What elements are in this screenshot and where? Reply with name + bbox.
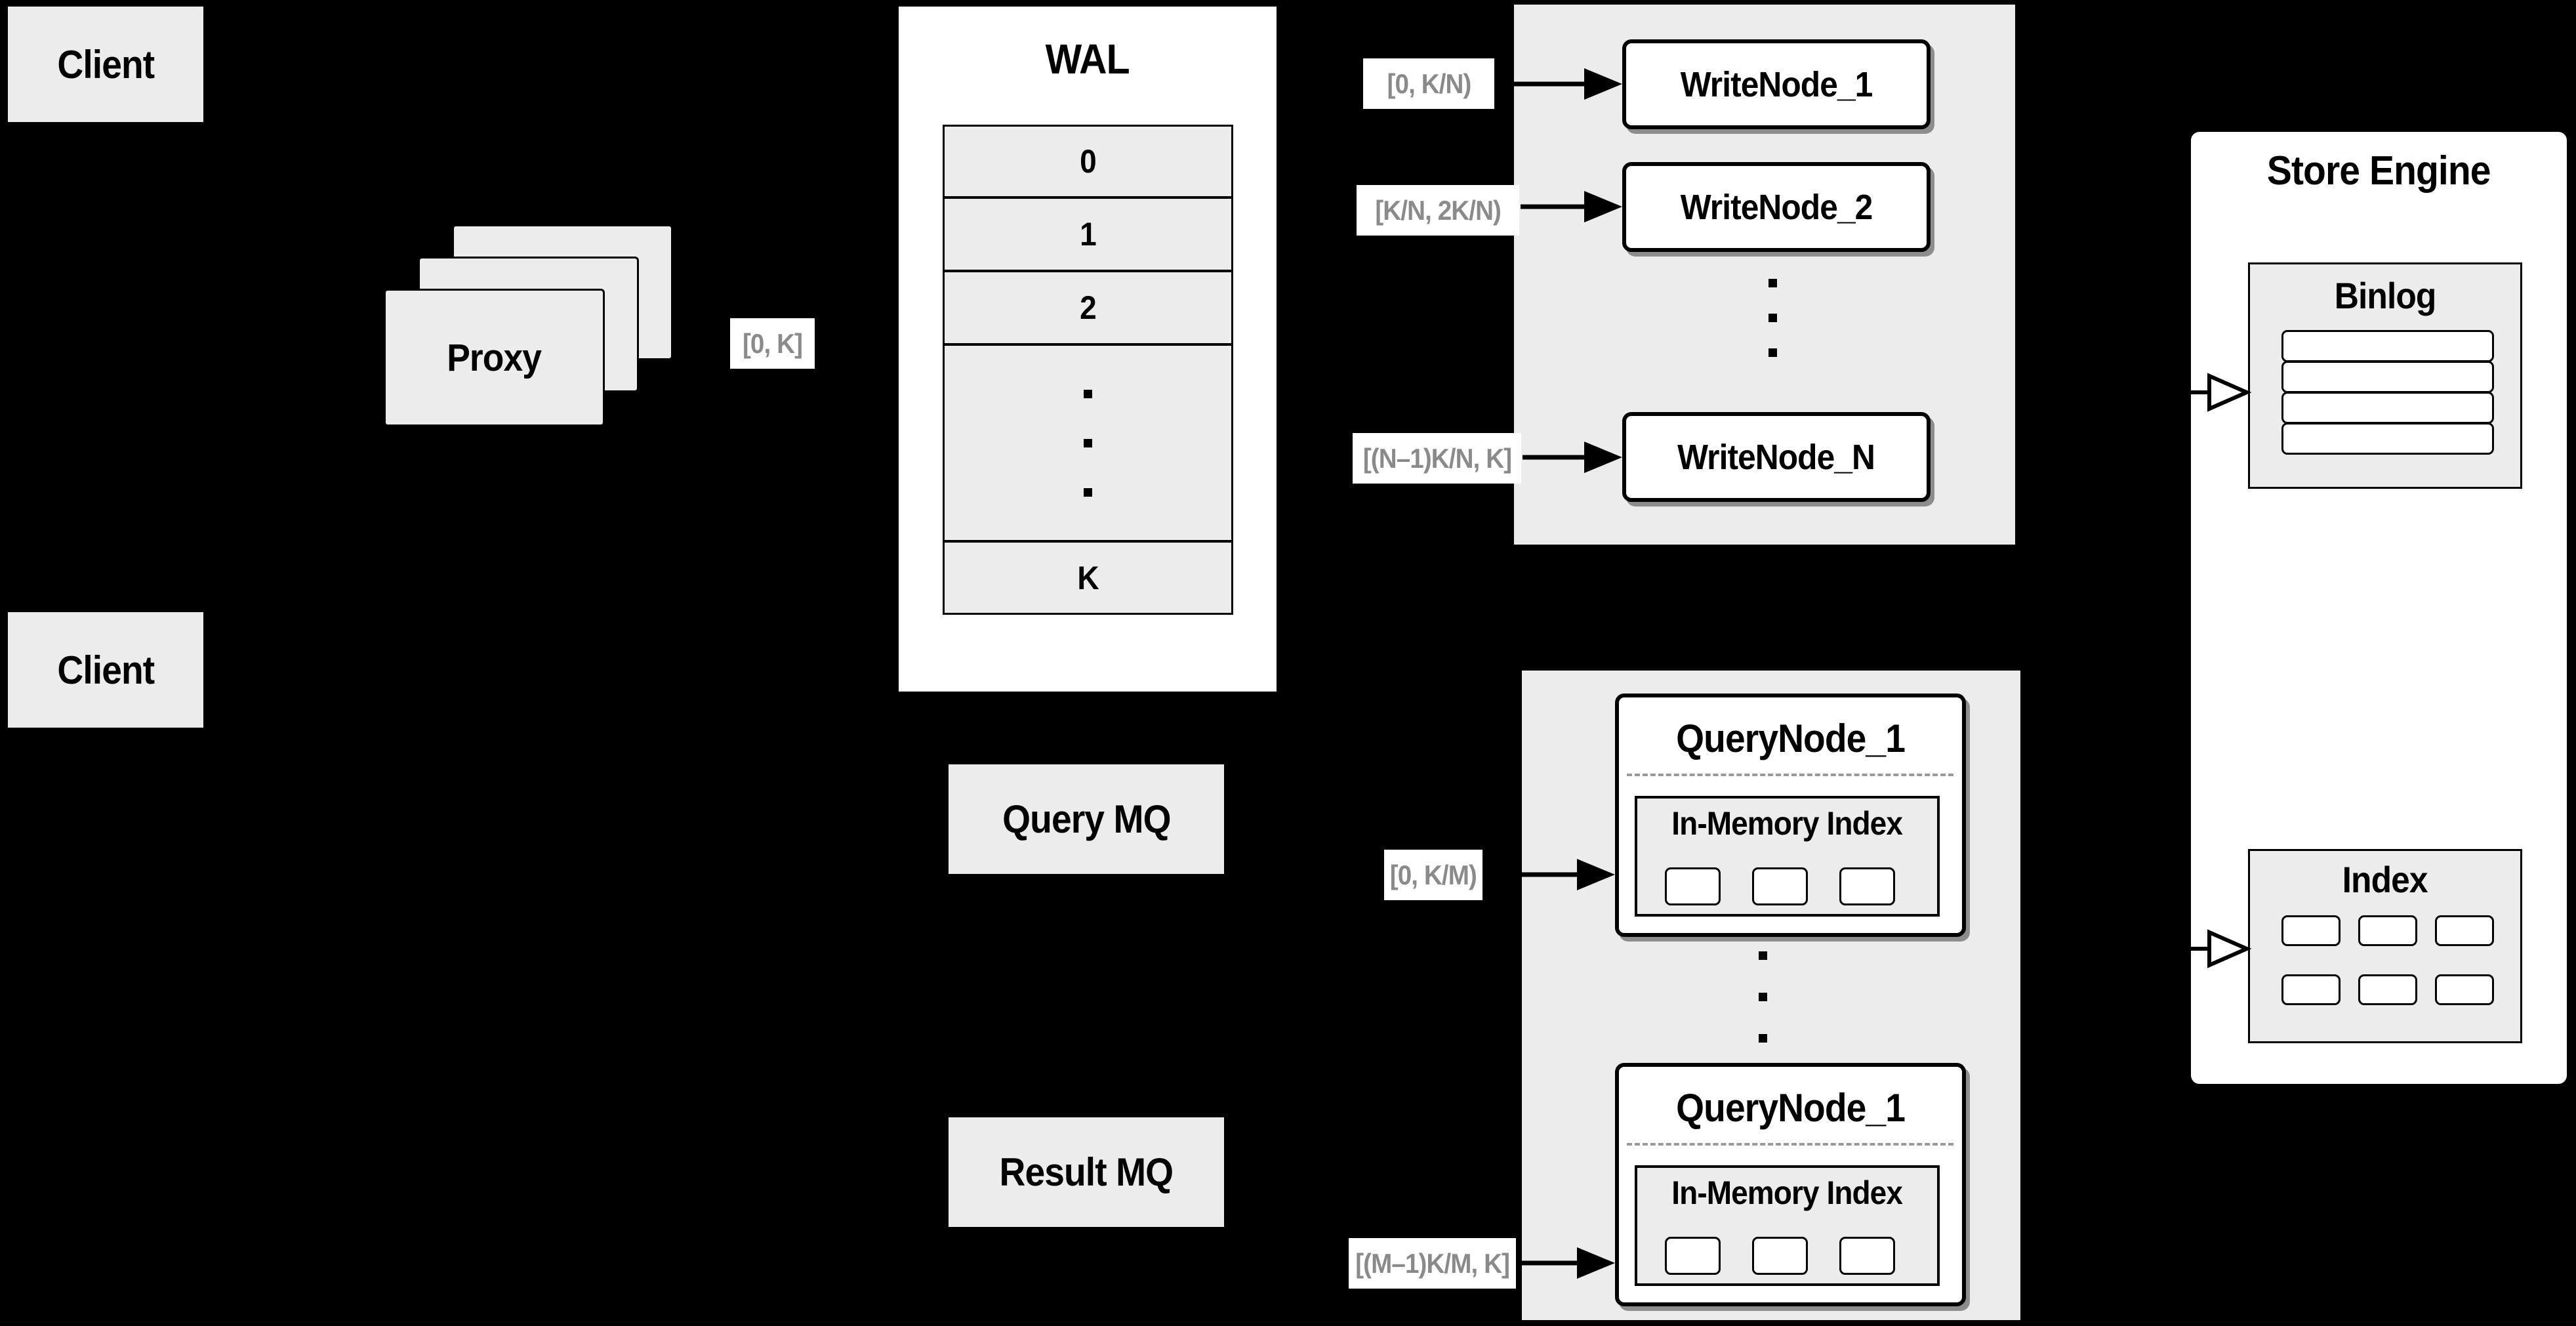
in-memory-index-top-title: In-Memory Index — [1671, 805, 1904, 842]
query-node-bottom-separator — [1627, 1143, 1953, 1146]
binlog-row — [2281, 330, 2494, 362]
segment-cell — [1665, 867, 1721, 905]
index-cell — [2358, 915, 2417, 946]
range-label-querynode-top: [0, K/M) — [1384, 850, 1482, 900]
query-mq-label: Query MQ — [1002, 797, 1171, 841]
index-cell — [2281, 974, 2341, 1005]
wal-title: WAL — [1045, 35, 1130, 83]
wal-ellipsis-icon — [1084, 389, 1092, 497]
index-cell — [2358, 974, 2417, 1005]
wal-segment-k-label: K — [1077, 559, 1099, 596]
range-label-querynode-top-text: [0, K/M) — [1389, 859, 1477, 890]
store-engine-title: Store Engine — [2267, 148, 2491, 194]
proxy-box: Proxy — [384, 289, 605, 426]
segment-cell — [1752, 1237, 1808, 1275]
index-box — [2248, 849, 2522, 1043]
range-label-writenode-1: [0, K/N) — [1363, 58, 1494, 109]
index-title: Index — [2342, 858, 2428, 900]
binlog-title-row: Binlog — [2248, 272, 2522, 318]
wal-segment-row-dots — [943, 344, 1233, 542]
write-node-2-box: WriteNode_2 — [1622, 162, 1931, 252]
in-memory-index-bottom-title: In-Memory Index — [1671, 1174, 1904, 1211]
range-label-writenode-1-text: [0, K/N) — [1387, 68, 1471, 99]
client-box-top: Client — [6, 5, 205, 124]
query-mq-box: Query MQ — [947, 762, 1226, 876]
index-cell — [2435, 974, 2494, 1005]
store-engine-title-row: Store Engine — [2189, 141, 2569, 200]
write-node-2-label: WriteNode_2 — [1680, 187, 1873, 227]
client-box-bottom: Client — [6, 610, 205, 730]
in-memory-index-bottom-title-row: In-Memory Index — [1635, 1171, 1940, 1214]
wal-segment-row-2: 2 — [943, 270, 1233, 345]
range-label-querynode-bottom: [(M–1)K/M, K] — [1349, 1238, 1516, 1289]
query-node-ellipsis-icon — [1759, 951, 1767, 1043]
index-title-row: Index — [2248, 856, 2522, 902]
wal-segment-row-0: 0 — [943, 125, 1233, 198]
segment-cell — [1839, 867, 1895, 905]
result-mq-box: Result MQ — [947, 1115, 1226, 1229]
proxy-label: Proxy — [447, 336, 542, 379]
segment-cell — [1752, 867, 1808, 905]
wal-title-row: WAL — [897, 33, 1278, 85]
query-node-top-separator — [1627, 774, 1953, 776]
wal-segment-row-1: 1 — [943, 197, 1233, 272]
index-cell — [2281, 915, 2341, 946]
wal-segment-2-label: 2 — [1080, 289, 1097, 326]
write-node-1-label: WriteNode_1 — [1680, 64, 1873, 104]
binlog-title: Binlog — [2334, 274, 2437, 316]
segment-cell — [1665, 1237, 1721, 1275]
range-label-writenode-2: [K/N, 2K/N) — [1357, 185, 1519, 236]
range-label-writenode-n-text: [(N–1)K/N, K] — [1362, 442, 1511, 474]
wal-segment-table: 0 1 2 K — [943, 125, 1233, 615]
in-memory-index-top-title-row: In-Memory Index — [1635, 802, 1940, 845]
write-node-1-box: WriteNode_1 — [1622, 39, 1931, 129]
query-node-bottom-title: QueryNode_1 — [1676, 1085, 1906, 1130]
query-node-top-title-row: QueryNode_1 — [1615, 712, 1966, 764]
wal-segment-1-label: 1 — [1080, 216, 1097, 253]
query-node-top-title: QueryNode_1 — [1676, 716, 1906, 760]
client-top-label: Client — [57, 42, 155, 87]
range-label-querynode-bottom-text: [(M–1)K/M, K] — [1355, 1247, 1510, 1279]
range-label-proxy-to-wal-text: [0, K] — [742, 327, 803, 359]
range-label-writenode-n: [(N–1)K/N, K] — [1353, 433, 1521, 484]
wal-segment-row-k: K — [943, 541, 1233, 615]
result-mq-label: Result MQ — [999, 1150, 1174, 1194]
binlog-row — [2281, 423, 2494, 455]
index-cell — [2435, 915, 2494, 946]
query-node-bottom-title-row: QueryNode_1 — [1615, 1081, 1966, 1134]
segment-cell — [1839, 1237, 1895, 1275]
binlog-row — [2281, 392, 2494, 424]
client-bottom-label: Client — [57, 648, 155, 692]
write-node-n-label: WriteNode_N — [1677, 437, 1876, 477]
write-node-n-box: WriteNode_N — [1622, 412, 1931, 502]
write-node-ellipsis-icon — [1768, 279, 1777, 357]
binlog-row — [2281, 361, 2494, 393]
range-label-writenode-2-text: [K/N, 2K/N) — [1375, 194, 1502, 226]
range-label-proxy-to-wal: [0, K] — [730, 318, 815, 369]
wal-segment-0-label: 0 — [1080, 143, 1097, 180]
